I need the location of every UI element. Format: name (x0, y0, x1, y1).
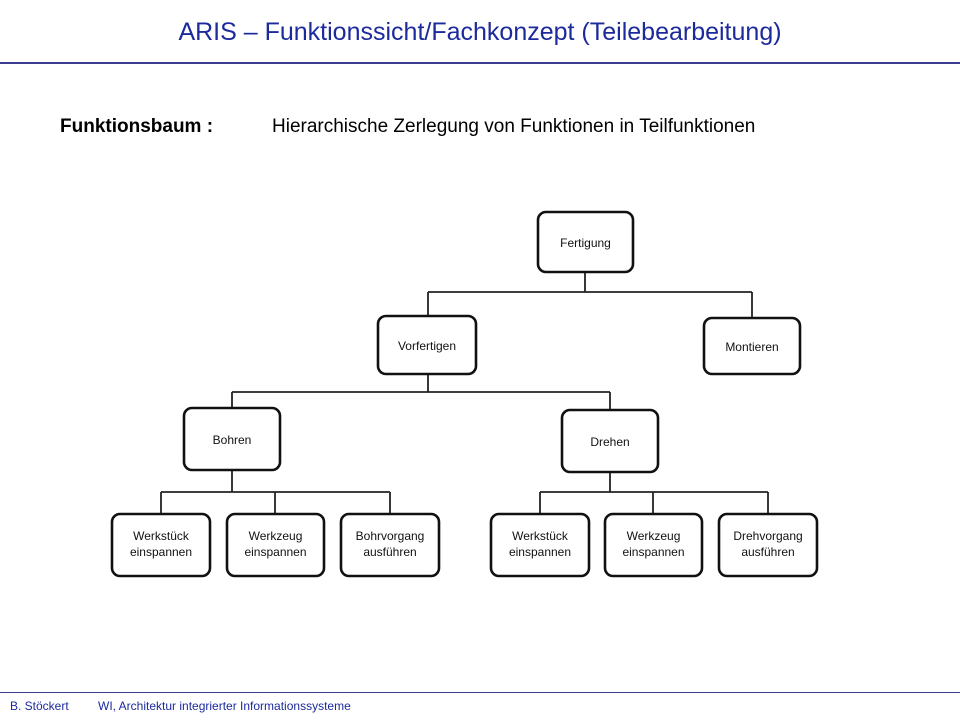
footer-course: WI, Architektur integrierter Information… (98, 699, 351, 713)
tree-edges (160, 272, 769, 514)
node-bohrvorgang: Bohrvorgang ausführen (339, 512, 441, 578)
node-bohren: Bohren (182, 406, 282, 472)
node-drehen-werkstueck: Werkstück einspannen (489, 512, 591, 578)
node-vorfertigen-label: Vorfertigen (398, 339, 456, 353)
node-bohren-werkzeug-line2: einspannen (244, 545, 306, 559)
node-bohrvorgang-line2: ausführen (363, 545, 416, 559)
subtitle-term: Funktionsbaum : (60, 116, 214, 137)
node-bohren-werkstueck: Werkstück einspannen (110, 512, 212, 578)
subtitle-description: Hierarchische Zerlegung von Funktionen i… (272, 116, 756, 137)
node-bohren-werkstueck-line2: einspannen (130, 545, 192, 559)
node-drehen-werkzeug-line2: einspannen (622, 545, 684, 559)
title-divider (0, 62, 960, 64)
node-drehen: Drehen (560, 408, 660, 474)
node-drehen-werkstueck-line1: Werkstück (512, 529, 569, 543)
node-drehvorgang-line1: Drehvorgang (733, 529, 802, 543)
node-bohrvorgang-line1: Bohrvorgang (356, 529, 425, 543)
node-bohren-werkzeug: Werkzeug einspannen (225, 512, 326, 578)
node-drehen-werkzeug: Werkzeug einspannen (603, 512, 704, 578)
footer-author: B. Stöckert (10, 699, 69, 713)
node-bohren-label: Bohren (213, 433, 252, 447)
node-drehen-label: Drehen (590, 435, 629, 449)
node-bohren-werkzeug-line1: Werkzeug (249, 529, 303, 543)
footer-divider (0, 692, 960, 693)
node-drehvorgang: Drehvorgang ausführen (717, 512, 819, 578)
node-vorfertigen: Vorfertigen (376, 314, 478, 376)
node-montieren: Montieren (702, 316, 802, 376)
node-montieren-label: Montieren (725, 340, 778, 354)
node-fertigung: Fertigung (536, 210, 635, 274)
slide-title: ARIS – Funktionssicht/Fachkonzept (Teile… (178, 18, 782, 46)
node-fertigung-label: Fertigung (560, 236, 611, 250)
node-drehen-werkstueck-line2: einspannen (509, 545, 571, 559)
node-drehen-werkzeug-line1: Werkzeug (627, 529, 681, 543)
node-bohren-werkstueck-line1: Werkstück (133, 529, 190, 543)
node-drehvorgang-line2: ausführen (741, 545, 794, 559)
